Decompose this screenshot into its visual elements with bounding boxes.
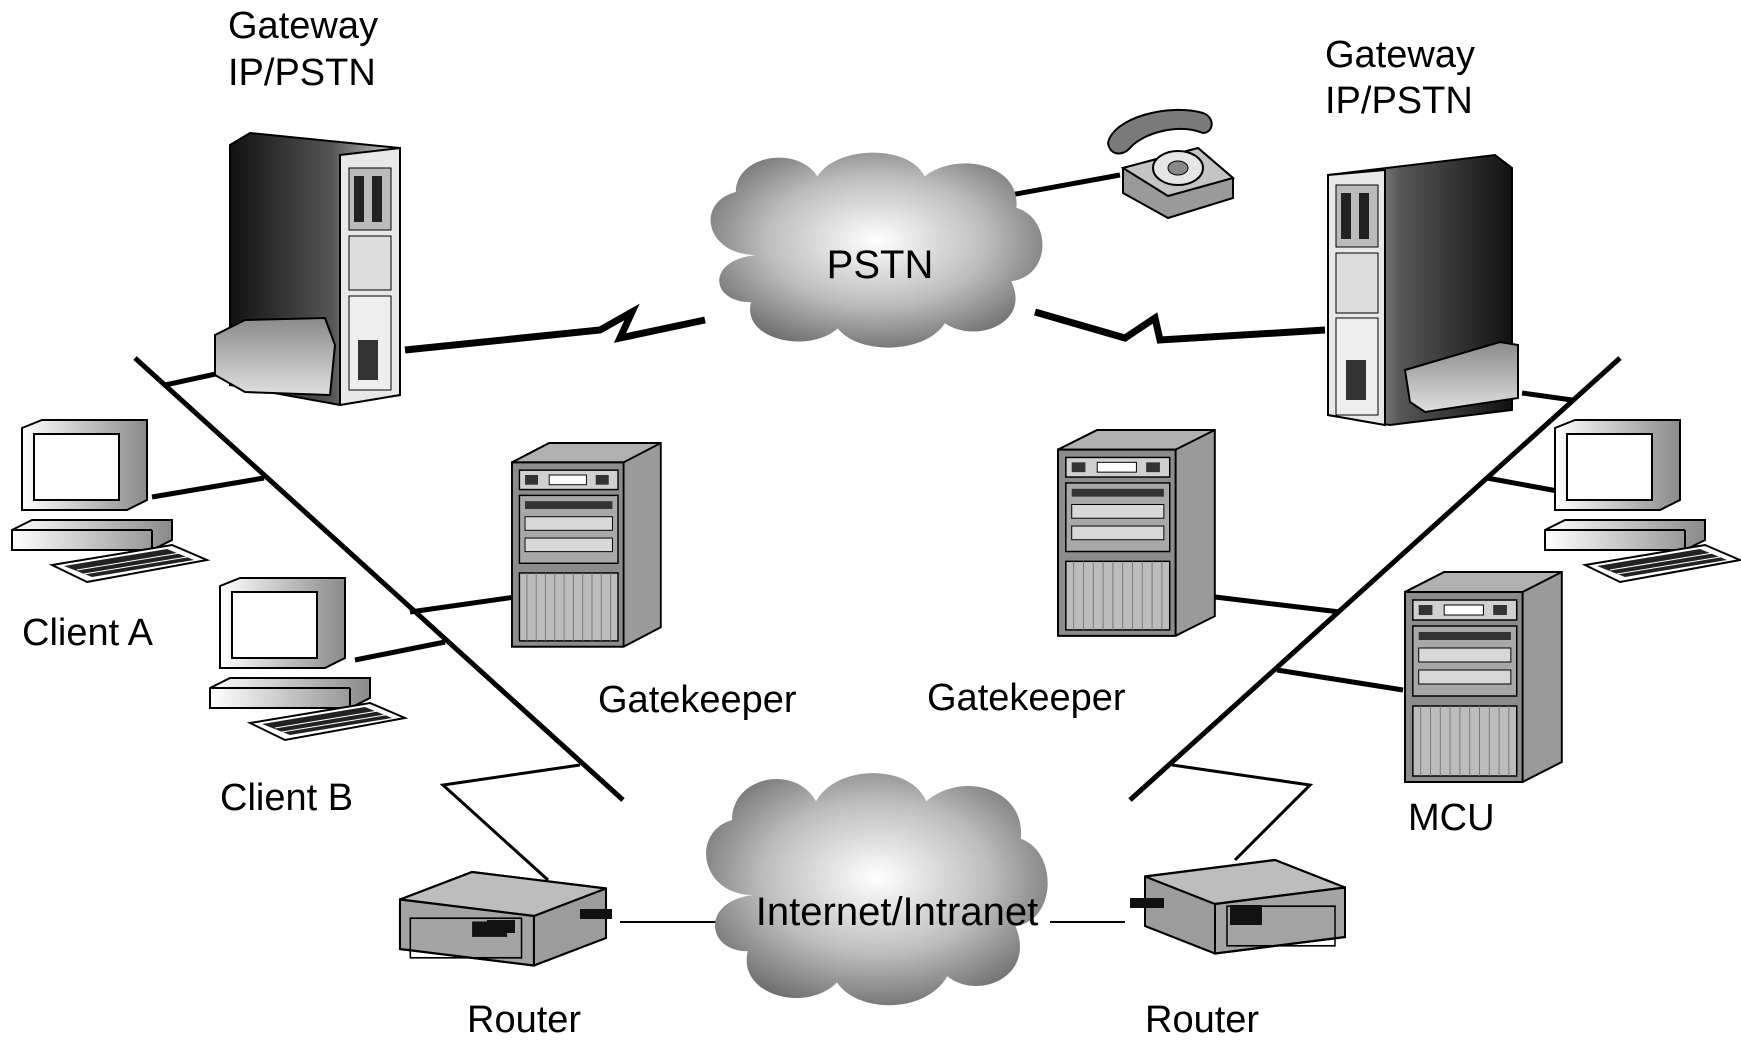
client-right	[1544, 419, 1741, 583]
router-right: Router	[1130, 858, 1347, 1041]
router-right-label: Router	[1145, 999, 1259, 1039]
computer-icon	[209, 577, 406, 741]
pstn-label: PSTN	[827, 243, 934, 287]
router-port-icon	[487, 920, 515, 933]
router-icon	[398, 870, 608, 967]
gatekeeper-left-label: Gatekeeper	[598, 679, 797, 721]
computer-icon	[11, 419, 208, 583]
server-tower-icon	[1057, 429, 1216, 637]
server-tower-icon	[1404, 571, 1563, 783]
internet-label: Internet/Intranet	[756, 890, 1038, 934]
gateway-right-label-line1: Gateway	[1325, 34, 1475, 76]
client-b: Client B	[209, 577, 406, 819]
gateway-left-label-line2: IP/PSTN	[228, 52, 376, 94]
router-port-icon	[580, 909, 612, 919]
telephone-icon	[1106, 108, 1236, 220]
network-links	[133, 172, 1622, 923]
mcu-label: MCU	[1408, 797, 1495, 839]
server-tower-icon	[511, 442, 662, 648]
gateway-right-label-line2: IP/PSTN	[1325, 80, 1473, 122]
router-left: Router	[398, 870, 612, 1041]
gateway-left-label-line1: Gateway	[228, 5, 378, 47]
gatekeeper-left: Gatekeeper	[511, 442, 797, 721]
server-tower-icon	[214, 131, 401, 407]
client-a: Client A	[11, 419, 208, 654]
computer-icon	[1544, 419, 1741, 583]
server-tower-icon	[1327, 153, 1519, 427]
router-port-icon	[1230, 905, 1262, 925]
client-a-label: Client A	[22, 612, 154, 654]
mcu: MCU	[1404, 571, 1563, 839]
gatekeeper-right: Gatekeeper	[927, 429, 1216, 719]
gateway-right: Gateway IP/PSTN	[1325, 34, 1519, 427]
router-left-label: Router	[467, 999, 581, 1039]
router-port-icon	[1130, 898, 1164, 908]
gatekeeper-right-label: Gatekeeper	[927, 677, 1126, 719]
client-b-label: Client B	[220, 777, 353, 819]
gateway-left: Gateway IP/PSTN	[214, 5, 401, 407]
